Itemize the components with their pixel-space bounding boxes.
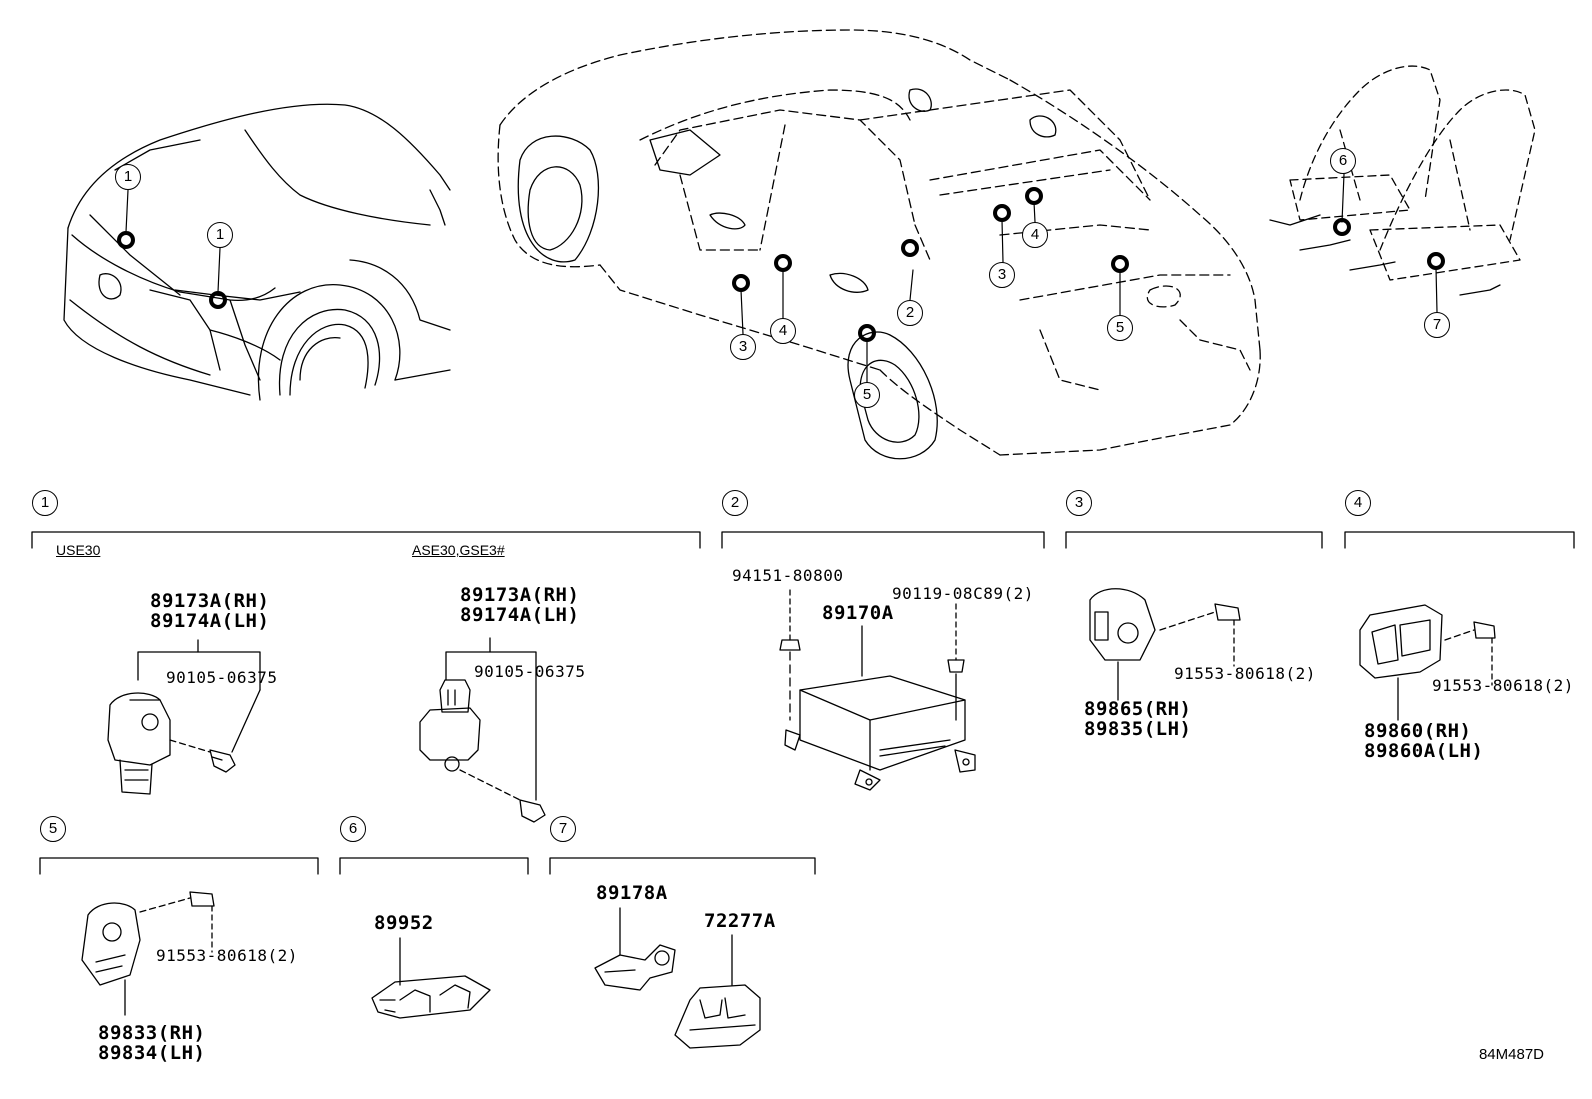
callout-3-rear: 3 (989, 262, 1015, 288)
section-3-number: 3 (1066, 490, 1092, 516)
section-brackets (31, 531, 1575, 875)
s1b-bolt: 90105-06375 (474, 662, 586, 681)
section-4-number: 4 (1345, 490, 1371, 516)
diagram-code: 84M487D (1478, 1046, 1544, 1063)
s5-bolt: 91553-80618(2) (156, 946, 298, 965)
main-vehicle-illustration (497, 29, 1261, 456)
section-1-parts (107, 637, 546, 823)
headrest-front (908, 88, 932, 112)
s1a-bolt: 90105-06375 (166, 668, 278, 687)
callout-1-front-left: 1 (115, 164, 141, 190)
s1a-part-lh: 89174A(LH) (150, 610, 270, 632)
s4-part-rh: 89860(RH) (1364, 720, 1472, 742)
s5-part-rh: 89833(RH) (98, 1022, 206, 1044)
callout-4-rear: 4 (1022, 222, 1048, 248)
callout-3-front: 3 (730, 334, 756, 360)
seats-illustration (1289, 65, 1536, 281)
section-5-parts (81, 891, 215, 1016)
front-wheel-rim (859, 359, 920, 443)
callout-1-front-right: 1 (207, 222, 233, 248)
section-3-parts (1089, 588, 1241, 701)
s2-module: 89170A (822, 602, 894, 624)
section-6-parts (371, 937, 491, 1019)
rear-door-handle (709, 212, 746, 230)
section-5-number: 5 (40, 816, 66, 842)
front-door-handle (829, 272, 869, 293)
section-6-number: 6 (340, 816, 366, 842)
rear-wheel-rim (527, 166, 583, 251)
s1a-part-rh: 89173A(RH) (150, 590, 270, 612)
side-mirror (649, 129, 721, 176)
callout-6: 6 (1330, 148, 1356, 174)
callout-2: 2 (897, 300, 923, 326)
callout-markers (117, 187, 1445, 342)
section-7-number: 7 (550, 816, 576, 842)
s1b-part-lh: 89174A(LH) (460, 604, 580, 626)
front-vehicle-illustration (63, 103, 451, 401)
s4-bolt: 91553-80618(2) (1432, 676, 1574, 695)
variant-ase30-label: ASE30,GSE3# (412, 542, 505, 558)
s3-part-rh: 89865(RH) (1084, 698, 1192, 720)
s4-part-lh: 89860A(LH) (1364, 740, 1484, 762)
rear-wheel (517, 135, 599, 263)
section-1-number: 1 (32, 490, 58, 516)
section-2-parts (779, 589, 976, 791)
headrest-rear (1029, 115, 1057, 138)
s3-bolt: 91553-80618(2) (1174, 664, 1316, 683)
s7-part-a: 89178A (596, 882, 668, 904)
s2-bolt: 90119-08C89(2) (892, 584, 1034, 603)
callout-4-front: 4 (770, 318, 796, 344)
callout-5-rear: 5 (1107, 315, 1133, 341)
s2-nut: 94151-80800 (732, 566, 844, 585)
section-4-parts (1359, 604, 1496, 721)
s6-part: 89952 (374, 912, 434, 934)
callout-7: 7 (1424, 312, 1450, 338)
section-2-number: 2 (722, 490, 748, 516)
callout-5-front: 5 (854, 382, 880, 408)
s7-part-b: 72277A (704, 910, 776, 932)
section-7-parts (594, 907, 761, 1049)
s1b-part-rh: 89173A(RH) (460, 584, 580, 606)
s3-part-lh: 89835(LH) (1084, 718, 1192, 740)
variant-use30-label: USE30 (56, 542, 101, 558)
s5-part-lh: 89834(LH) (98, 1042, 206, 1064)
callout-leaders (125, 173, 1438, 383)
